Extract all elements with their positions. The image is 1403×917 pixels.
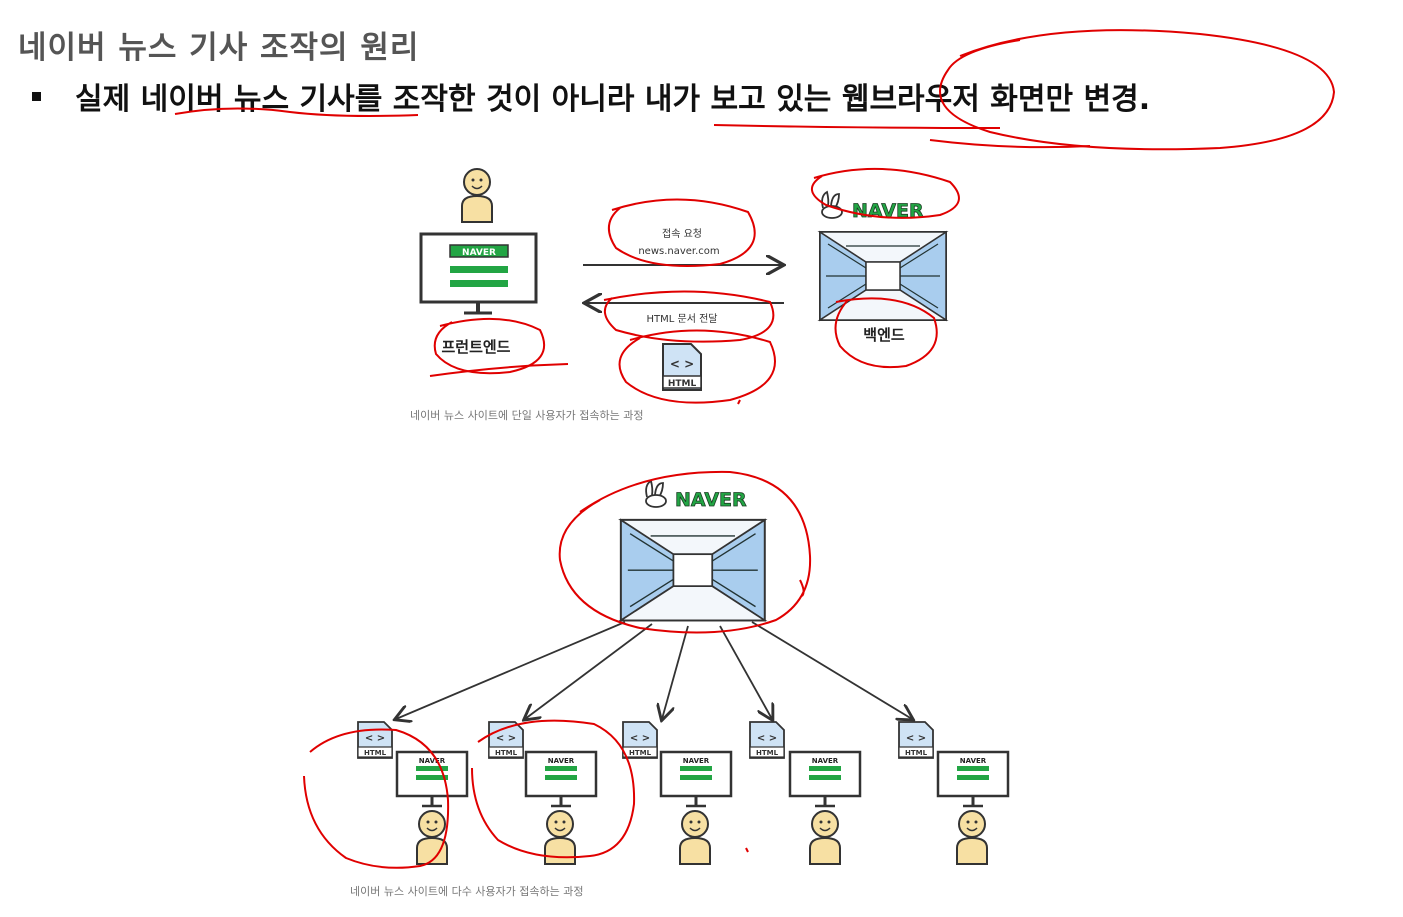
user-person-icon (416, 810, 448, 865)
user-person-icon (956, 810, 988, 865)
html-file-icon: < > HTML (898, 721, 934, 759)
caption-bottom: 네이버 뉴스 사이트에 다수 사용자가 접속하는 과정 (350, 884, 584, 898)
svg-text:< >: < > (757, 733, 777, 744)
html-file-icon: < > HTML (749, 721, 785, 759)
client-station: < > HTML NAVER (357, 721, 469, 865)
svg-text:NAVER: NAVER (675, 489, 747, 511)
page-title: 네이버 뉴스 기사 조작의 원리 (18, 30, 420, 66)
request-title: 접속 요청 (662, 228, 702, 240)
monitor-brand-label: NAVER (419, 757, 446, 765)
client-monitor: NAVER (395, 750, 469, 808)
client-group: < > HTML NAVER < > HTML NAVER < > HTML NAVER < > H… (357, 721, 1010, 865)
monitor-brand-label: NAVER (462, 248, 496, 258)
svg-text:< >: < > (906, 733, 926, 744)
central-server (619, 518, 766, 622)
svg-text:< >: < > (365, 733, 385, 744)
bullet-text: 실제 네이버 뉴스 기사를 조작한 것이 아니라 내가 보고 있는 웹브라우저 … (75, 82, 1151, 117)
frontend-monitor: NAVER (419, 232, 538, 315)
user-person-icon (809, 810, 841, 865)
client-station: < > HTML NAVER (898, 721, 1010, 865)
svg-text:HTML: HTML (364, 749, 387, 757)
handwritten-annotations (174, 29, 1336, 869)
backend-label: 백엔드 (863, 326, 905, 344)
svg-text:HTML: HTML (756, 749, 779, 757)
svg-text:< >: < > (630, 733, 650, 744)
naver-logo-bottom: NAVER (645, 480, 747, 511)
svg-text:NAVER: NAVER (852, 200, 924, 222)
monitor-brand-label: NAVER (548, 757, 575, 765)
distribution-arrows (396, 621, 912, 719)
user-person-icon (679, 810, 711, 865)
html-file-icon: < > HTML (357, 721, 393, 759)
user-person-icon (461, 168, 493, 223)
frontend-label: 프런트엔드 (441, 338, 510, 356)
svg-text:< >: < > (670, 357, 694, 371)
client-monitor: NAVER (524, 750, 598, 808)
monitor-brand-label: NAVER (812, 757, 839, 765)
monitor-brand-label: NAVER (683, 757, 710, 765)
html-file-icon: < > HTML (622, 721, 658, 759)
bullet-square-icon (32, 91, 41, 101)
client-monitor: NAVER (659, 750, 733, 808)
html-file-icon: < > HTML (662, 343, 702, 391)
client-station: < > HTML NAVER (488, 721, 598, 865)
svg-text:HTML: HTML (495, 749, 518, 757)
caption-top: 네이버 뉴스 사이트에 단일 사용자가 접속하는 과정 (410, 408, 644, 422)
client-station: < > HTML NAVER (749, 721, 862, 865)
client-monitor: NAVER (936, 750, 1010, 808)
bunny-logo-icon (645, 480, 667, 508)
request-url: news.naver.com (638, 246, 719, 257)
svg-text:HTML: HTML (629, 749, 652, 757)
backend-server (819, 231, 947, 321)
monitor-brand-label: NAVER (960, 757, 987, 765)
svg-text:< >: < > (496, 733, 516, 744)
response-label: HTML 문서 전달 (647, 313, 718, 325)
svg-text:HTML: HTML (905, 749, 928, 757)
client-monitor: NAVER (788, 750, 862, 808)
svg-text:HTML: HTML (668, 379, 697, 389)
bullet-point: 실제 네이버 뉴스 기사를 조작한 것이 아니라 내가 보고 있는 웹브라우저 … (32, 74, 1150, 118)
client-station: < > HTML NAVER (622, 721, 733, 865)
